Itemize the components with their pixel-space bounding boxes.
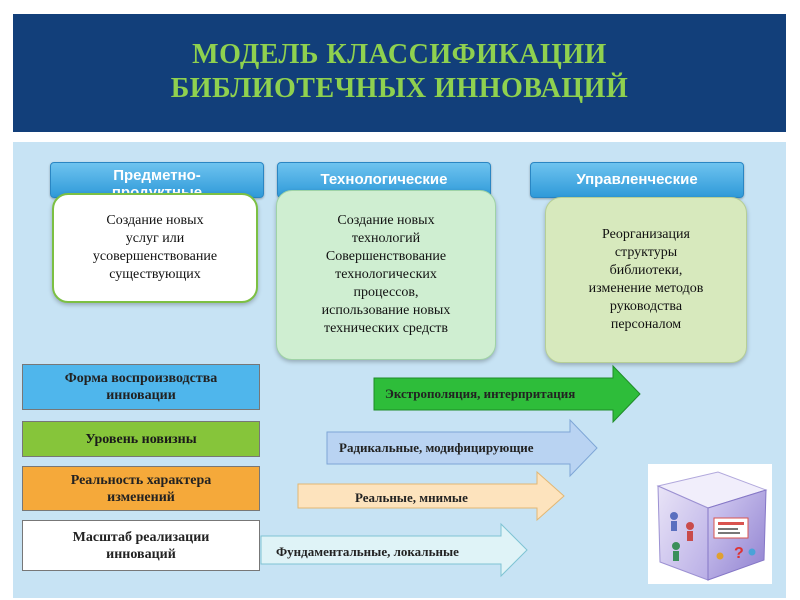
- category-card-text: Создание новых услуг или усовершенствова…: [92, 213, 218, 282]
- criterion-scale: Масштаб реализации инноваций: [22, 520, 260, 571]
- criterion-reality: Реальность характера изменений: [22, 466, 260, 511]
- arrow-reproduction-form: [373, 364, 641, 424]
- category-tab-label: Технологические: [320, 171, 448, 188]
- slide-title: МОДЕЛЬ КЛАССИФИКАЦИИ БИБЛИОТЕЧНЫХ ИННОВА…: [13, 38, 786, 106]
- category-card-text: Создание новых технологий Совершенствова…: [321, 213, 451, 336]
- arrow-scale: [260, 522, 528, 578]
- category-card-technological: Создание новых технологий Совершенствова…: [276, 190, 496, 360]
- category-card-management: Реорганизация структуры библиотеки, изме…: [545, 197, 747, 363]
- arrow-text-scale: Фундаментальные, локальные: [276, 544, 459, 559]
- criterion-novelty-level: Уровень новизны: [22, 421, 260, 457]
- category-card-text: Реорганизация структуры библиотеки, изме…: [588, 227, 704, 332]
- criterion-label: Уровень новизны: [85, 431, 197, 447]
- arrow-novelty-level: [326, 418, 598, 478]
- criterion-label: Форма воспроизводства инновации: [64, 371, 218, 403]
- category-tab-product: Предметно- продуктные: [50, 162, 264, 198]
- criterion-label: Реальность характера изменений: [70, 472, 212, 505]
- svg-text:?: ?: [734, 545, 744, 562]
- arrow-text-novelty-level: Радикальные, модифицирующие: [339, 440, 534, 455]
- arrow-text-reality: Реальные, мнимые: [355, 490, 468, 505]
- cube-illustration: ?: [648, 464, 772, 584]
- title-line-2: БИБЛИОТЕЧНЫХ ИННОВАЦИЙ: [170, 73, 629, 104]
- header-bar: [13, 14, 786, 132]
- arrow-reality: [297, 470, 565, 522]
- criterion-label: Масштаб реализации инноваций: [72, 529, 210, 562]
- title-line-1: МОДЕЛЬ КЛАССИФИКАЦИИ: [192, 39, 607, 70]
- category-tab-management: Управленческие: [530, 162, 744, 198]
- criterion-reproduction-form: Форма воспроизводства инновации: [22, 364, 260, 410]
- category-card-product: Создание новых услуг или усовершенствова…: [52, 193, 258, 303]
- arrow-text-reproduction-form: Экстрополяция, интерпритация: [385, 386, 576, 401]
- category-tab-label: Управленческие: [576, 171, 698, 188]
